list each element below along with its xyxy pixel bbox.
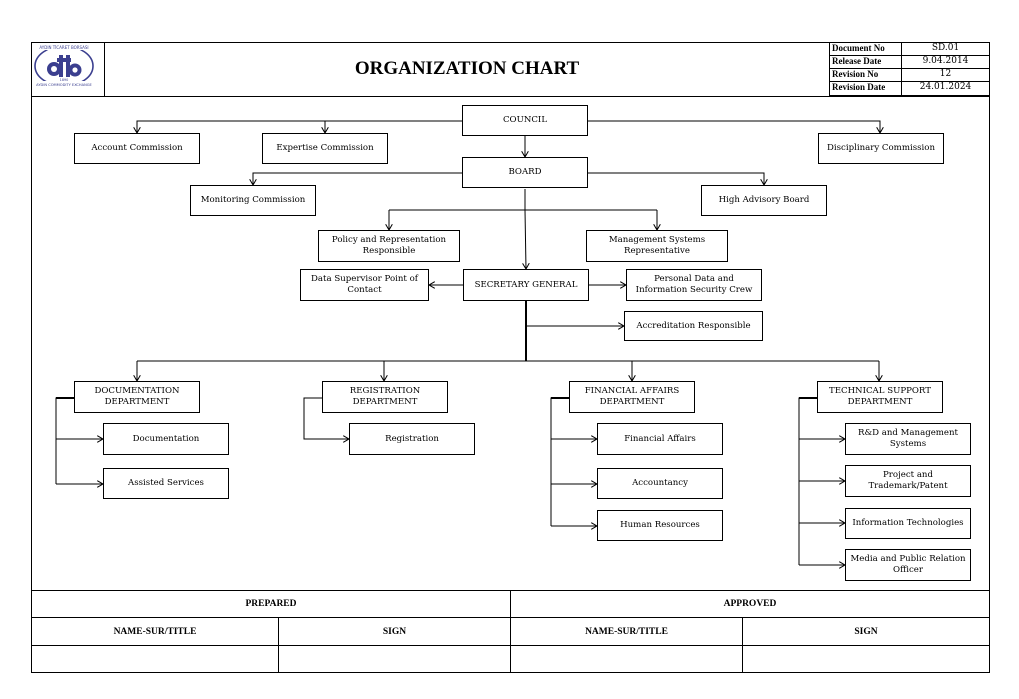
node-documentation: Documentation: [103, 423, 229, 455]
node-personal-data-crew: Personal Data and Information Security C…: [626, 269, 762, 301]
approved-heading: APPROVED: [723, 599, 777, 609]
meta-column-divider: [901, 42, 902, 96]
prepared-heading: PREPARED: [245, 599, 297, 609]
node-media-public-relation: Media and Public Relation Officer: [845, 549, 971, 581]
svg-text:AYDIN TİCARET BORSASI: AYDIN TİCARET BORSASI: [39, 45, 88, 50]
meta-row-divider-2: [829, 68, 989, 69]
signature-mid-divider: [510, 590, 511, 672]
node-monitoring-commission: Monitoring Commission: [190, 185, 316, 216]
exchange-logo: AYDIN TİCARET BORSASI AYDIN COMMODITY EX…: [33, 44, 95, 88]
node-disciplinary-commission: Disciplinary Commission: [818, 133, 944, 164]
node-project-trademark: Project and Trademark/Patent: [845, 465, 971, 497]
header-logo-divider: [104, 42, 105, 96]
node-accountancy: Accountancy: [597, 468, 723, 499]
meta-row-revision-date: Revision Date 24.01.2024: [830, 82, 989, 95]
prepared-sign-cell[interactable]: [279, 646, 510, 672]
meta-value: SD.01: [931, 43, 960, 53]
node-board: BOARD: [462, 157, 588, 188]
meta-row-divider-1: [829, 55, 989, 56]
approved-sign-header: SIGN: [854, 626, 878, 637]
svg-text:AYDIN COMMODITY EXCHANGE: AYDIN COMMODITY EXCHANGE: [36, 83, 92, 87]
signature-left-sign-divider: [278, 617, 279, 672]
node-registration: Registration: [349, 423, 475, 455]
approved-name-cell[interactable]: [511, 646, 742, 672]
node-assisted-services: Assisted Services: [103, 468, 229, 499]
svg-text:1890: 1890: [60, 78, 69, 82]
meta-label: Document No: [832, 43, 885, 53]
node-data-supervisor: Data Supervisor Point of Contact: [300, 269, 429, 301]
node-documentation-department: DOCUMENTATION DEPARTMENT: [74, 381, 200, 413]
approved-name-title-header: NAME-SUR/TITLE: [585, 626, 668, 637]
node-human-resources: Human Resources: [597, 510, 723, 541]
meta-label: Release Date: [832, 56, 882, 66]
meta-label: Revision Date: [832, 82, 886, 92]
node-secretary-general: SECRETARY GENERAL: [463, 269, 589, 301]
node-rd-management: R&D and Management Systems: [845, 423, 971, 455]
node-high-advisory-board: High Advisory Board: [701, 185, 827, 216]
node-financial-affairs-department: FINANCIAL AFFAIRS DEPARTMENT: [569, 381, 695, 413]
node-policy-representation: Policy and Representation Responsible: [318, 230, 460, 262]
node-management-systems: Management Systems Representative: [586, 230, 728, 262]
meta-value: 24.01.2024: [919, 82, 972, 92]
approved-sign-cell[interactable]: [743, 646, 989, 672]
node-information-technologies: Information Technologies: [845, 508, 971, 539]
prepared-sign-header: SIGN: [382, 626, 407, 637]
signature-right-sign-divider: [742, 617, 743, 672]
meta-row-document-no: Document No SD.01: [830, 43, 989, 56]
meta-row-release-date: Release Date 9.04.2014: [830, 56, 989, 69]
meta-label: Revision No: [832, 69, 879, 79]
node-expertise-commission: Expertise Commission: [262, 133, 388, 164]
meta-value: 9.04.2014: [922, 56, 969, 66]
node-account-commission: Account Commission: [74, 133, 200, 164]
prepared-name-cell[interactable]: [32, 646, 278, 672]
node-technical-support-department: TECHNICAL SUPPORT DEPARTMENT: [817, 381, 943, 413]
meta-value: 12: [939, 69, 952, 79]
node-accreditation: Accreditation Responsible: [624, 311, 763, 341]
node-financial-affairs: Financial Affairs: [597, 423, 723, 455]
page-title: ORGANIZATION CHART: [354, 58, 580, 79]
node-council: COUNCIL: [462, 105, 588, 136]
meta-row-divider-3: [829, 81, 989, 82]
meta-row-revision-no: Revision No 12: [830, 69, 989, 82]
node-registration-department: REGISTRATION DEPARTMENT: [322, 381, 448, 413]
prepared-name-title-header: NAME-SUR/TITLE: [113, 626, 197, 637]
meta-table-frame: [829, 42, 990, 96]
